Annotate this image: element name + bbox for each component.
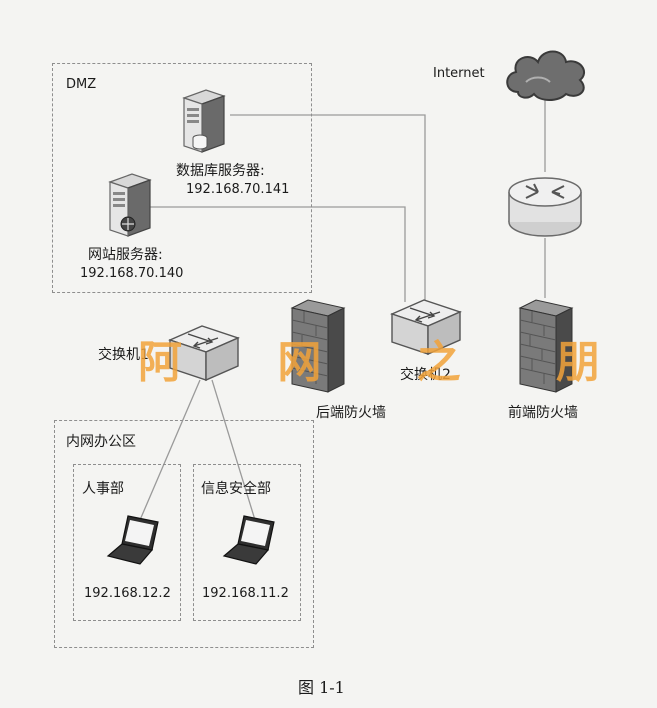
dmz-label: DMZ	[66, 77, 97, 92]
link-webserver-switch2	[145, 206, 406, 302]
hr-dept-label: 人事部	[82, 481, 124, 497]
laptop-icon	[222, 515, 275, 565]
web-server-name: 网站服务器:	[88, 247, 163, 263]
hr-pc-ip: 192.168.12.2	[84, 586, 171, 601]
switch1-label: 交换机1	[98, 347, 149, 363]
firewall-icon	[290, 299, 346, 393]
internet-label: Internet	[433, 66, 485, 81]
server-icon	[182, 89, 226, 153]
laptop-icon	[106, 515, 159, 565]
intranet-label: 内网办公区	[66, 434, 136, 450]
infosec-dept-label: 信息安全部	[201, 481, 271, 497]
server-icon	[108, 173, 152, 237]
link-switch1-hr	[139, 379, 201, 521]
router-icon	[508, 177, 582, 237]
figure-caption: 图 1-1	[298, 678, 345, 697]
switch2-label: 交换机2	[400, 367, 451, 383]
firewall-icon	[518, 299, 574, 393]
link-dbserver-switch2	[230, 114, 426, 302]
switch-icon	[168, 325, 240, 382]
cloud-icon	[506, 50, 585, 101]
infosec-pc-ip: 192.168.11.2	[202, 586, 289, 601]
hr-dept-zone	[73, 464, 181, 621]
rear-firewall-label: 后端防火墙	[316, 405, 386, 421]
switch-icon	[390, 299, 462, 356]
db-server-name: 数据库服务器:	[176, 163, 265, 179]
link-switch1-infosec	[211, 379, 256, 521]
intranet-zone	[54, 420, 314, 648]
watermark: 阿 网 之 朋	[138, 337, 640, 388]
db-server-ip: 192.168.70.141	[186, 182, 290, 197]
infosec-dept-zone	[193, 464, 301, 621]
web-server-ip: 192.168.70.140	[80, 266, 184, 281]
dmz-zone	[52, 63, 312, 293]
front-firewall-label: 前端防火墙	[508, 405, 578, 421]
